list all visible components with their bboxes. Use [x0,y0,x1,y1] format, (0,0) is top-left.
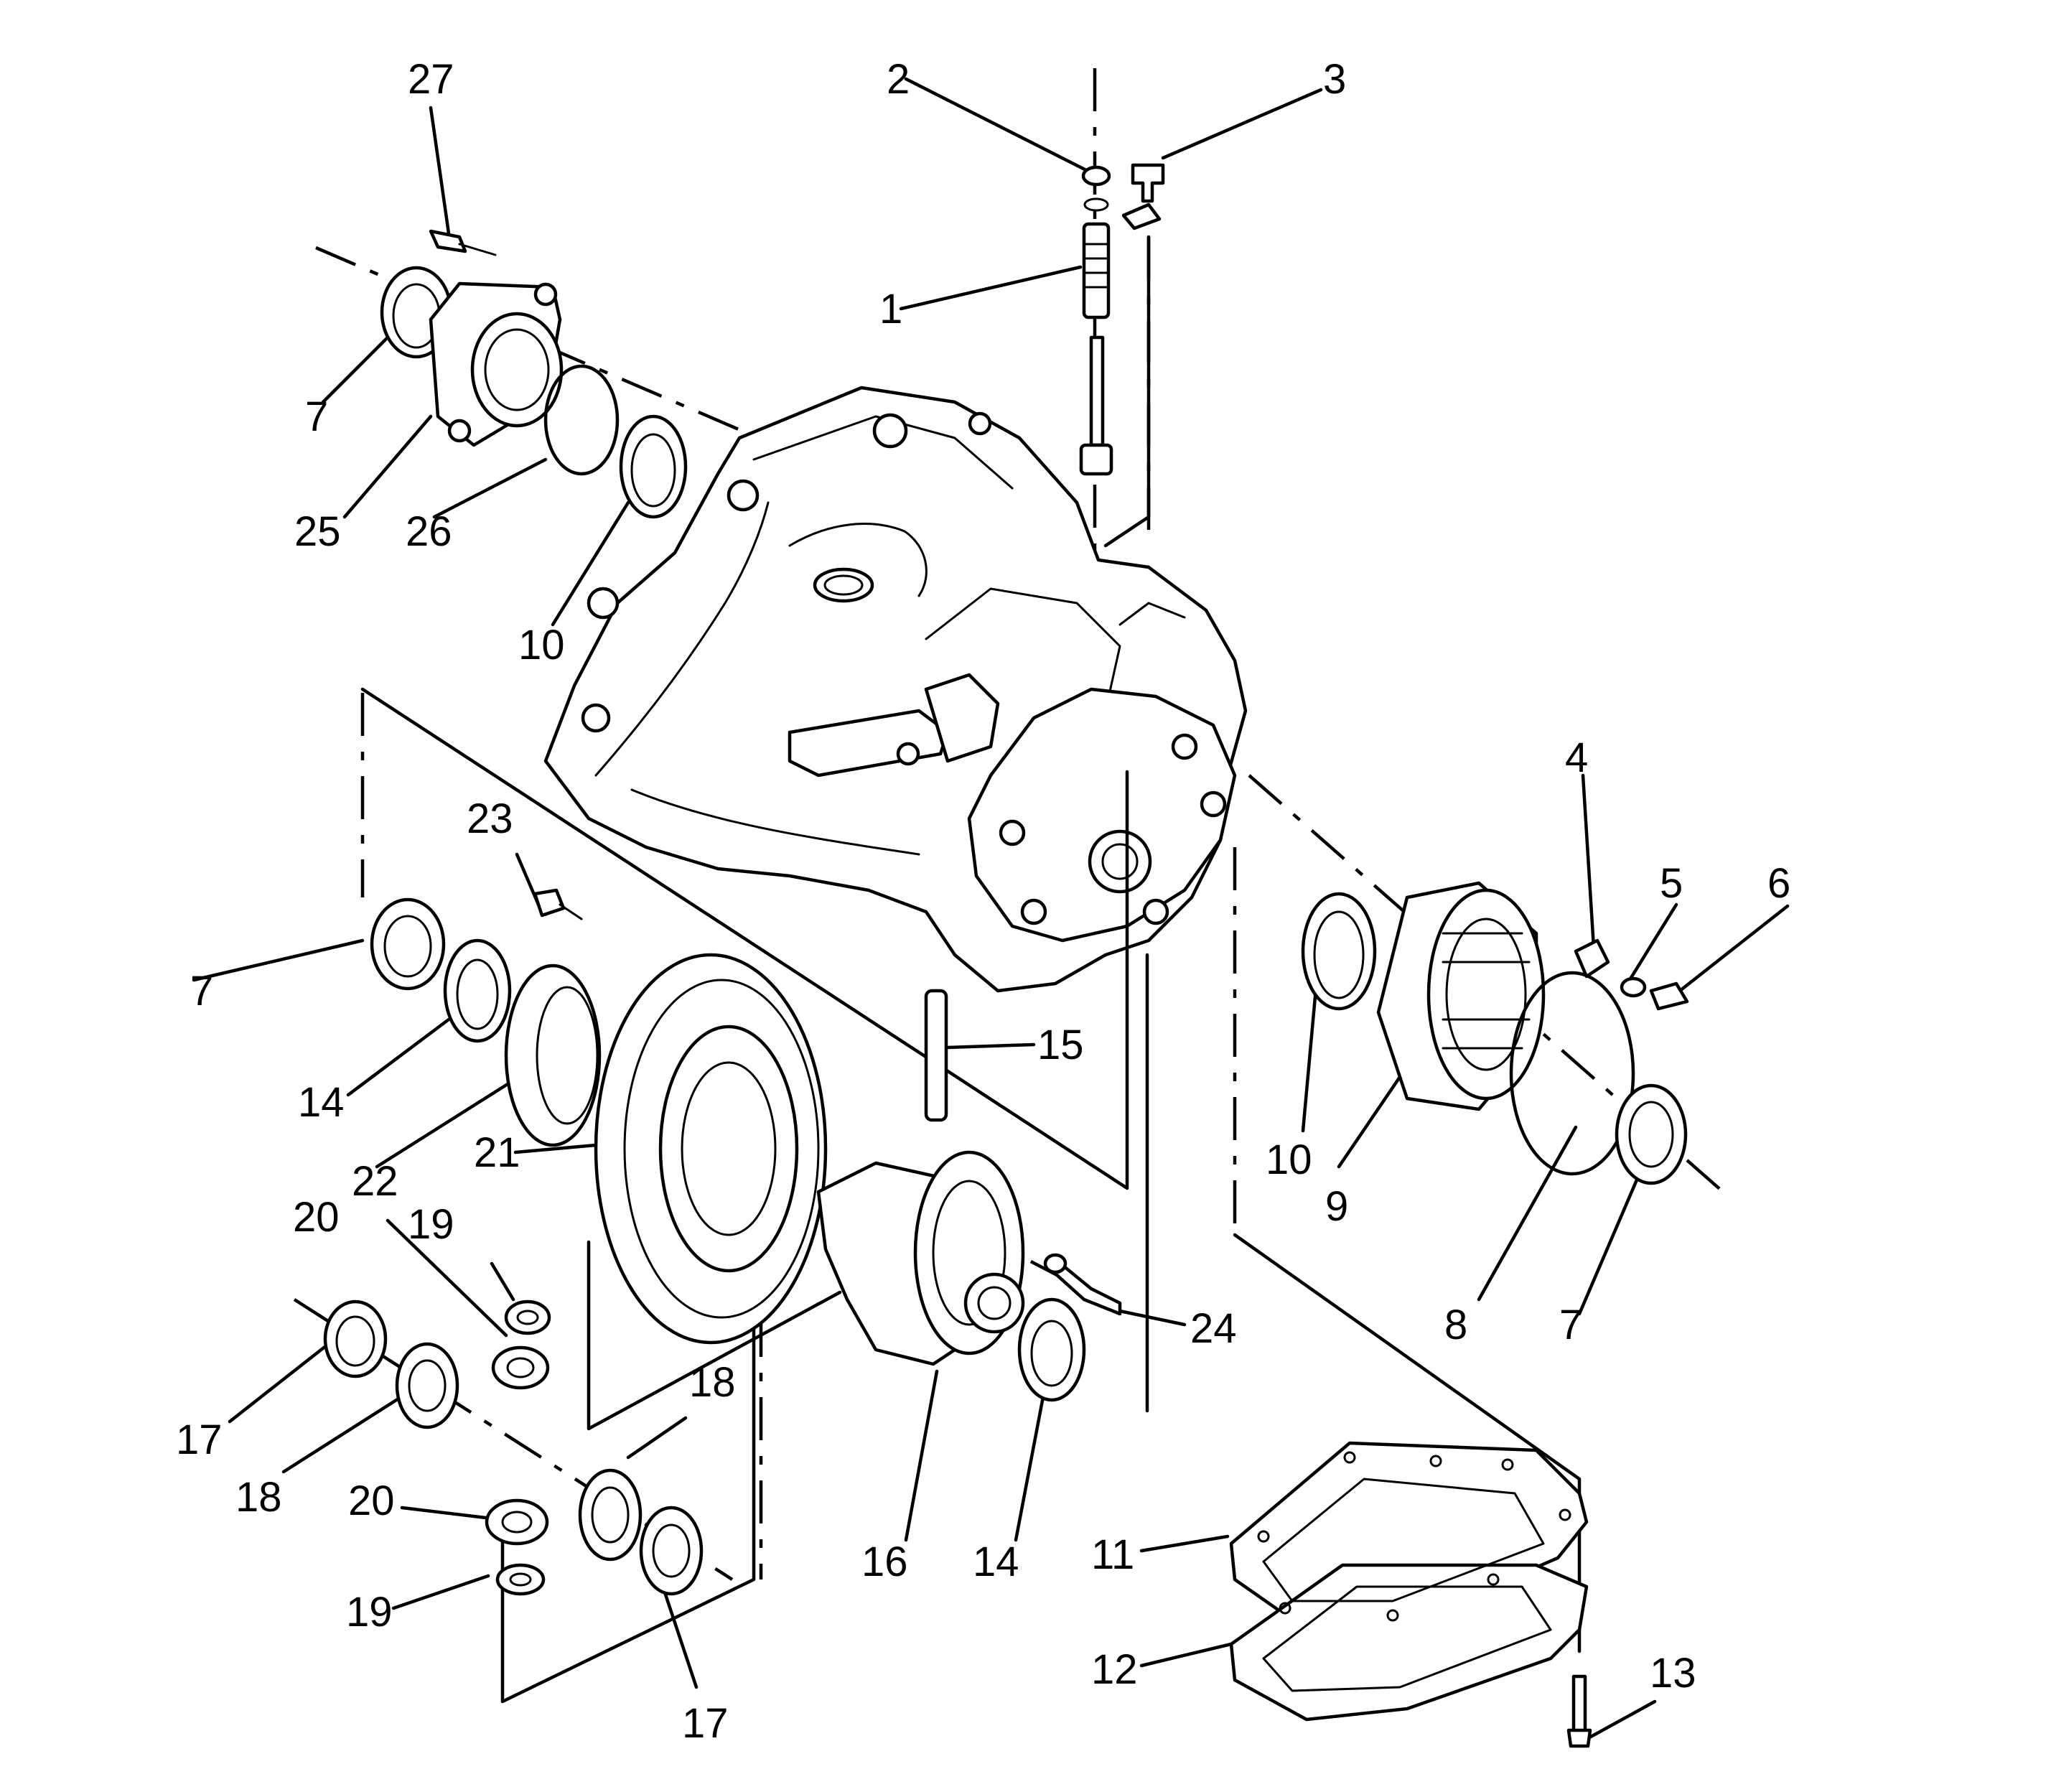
callout-5: 5 [1660,860,1683,907]
callout-21: 21 [474,1129,520,1176]
callout-7-mid: 7 [190,968,213,1014]
callout-17-left: 17 [176,1417,223,1463]
callout-4: 4 [1565,734,1588,781]
callout-10-right: 10 [1266,1137,1312,1183]
callout-23: 23 [467,795,513,842]
callout-9: 9 [1325,1183,1348,1230]
callout-12: 12 [1091,1646,1138,1693]
callout-labels: 2 3 1 27 7 25 26 10 23 7 14 22 21 15 4 5… [176,56,1790,1747]
callout-19-top: 19 [408,1201,454,1248]
right-bearing-assembly [1301,881,1689,1185]
callout-19-bottom: 19 [346,1589,393,1635]
callout-18-left: 18 [235,1474,282,1521]
callout-14-right: 14 [973,1539,1019,1585]
callout-25: 25 [294,508,341,555]
left-seal-adapter [380,229,688,519]
callout-11: 11 [1091,1531,1134,1578]
callout-3: 3 [1323,56,1346,103]
oil-pan-assembly [1229,1441,1592,1748]
callout-2: 2 [887,56,910,103]
callout-10-left: 10 [518,622,565,668]
callout-15: 15 [1037,1022,1084,1068]
callout-7-right: 7 [1559,1302,1582,1348]
callout-17-bottom: 17 [682,1700,729,1747]
differential-assembly [323,888,1122,1596]
callout-13: 13 [1650,1650,1696,1697]
speed-sensor-assembly [1079,163,1165,476]
callout-18-right: 18 [689,1359,736,1406]
callout-8: 8 [1444,1302,1467,1348]
callout-24: 24 [1190,1305,1237,1352]
callout-22: 22 [352,1158,398,1205]
callout-14-left: 14 [298,1079,345,1126]
transaxle-case [543,386,1248,993]
callout-1: 1 [879,286,902,332]
callout-27: 27 [408,56,454,103]
callout-16: 16 [861,1539,908,1585]
callout-20-top: 20 [293,1194,340,1241]
callout-20-bottom: 20 [348,1478,395,1524]
leader-lines [192,77,1790,1743]
callout-7-top: 7 [305,393,328,440]
callout-26: 26 [406,508,452,555]
callout-6: 6 [1767,860,1790,907]
